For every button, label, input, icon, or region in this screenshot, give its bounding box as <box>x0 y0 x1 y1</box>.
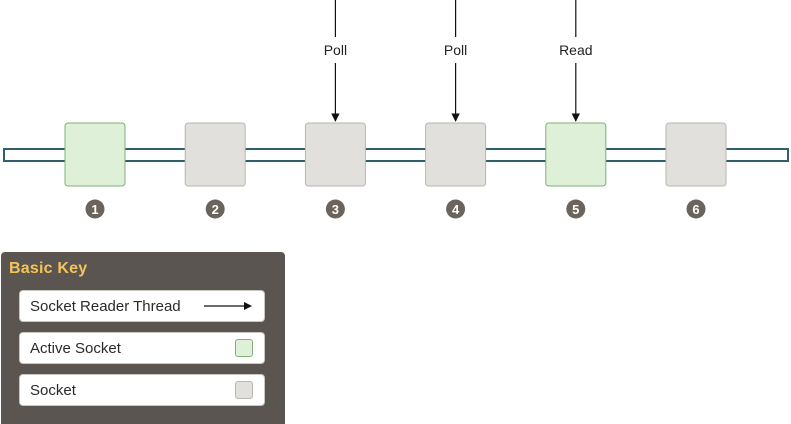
socket-number-label: 4 <box>452 202 460 217</box>
thread-action-label: Poll <box>324 42 347 58</box>
socket-diagram: 1 2 3 4 5 6 Poll Poll Read <box>3 0 789 219</box>
thread-action-label: Read <box>559 42 592 58</box>
key-item-label: Socket <box>30 382 76 399</box>
key-item-label: Active Socket <box>30 340 121 357</box>
socket-number-label: 2 <box>212 202 219 217</box>
socket-box <box>425 122 487 187</box>
active-socket-box <box>64 122 126 187</box>
basic-key-panel: Basic Key Socket Reader Thread Active So… <box>1 252 285 424</box>
socket-swatch <box>235 381 253 399</box>
key-title: Basic Key <box>9 260 88 277</box>
socket-number-badge <box>325 199 345 219</box>
socket-number-badge <box>205 199 225 219</box>
socket-number-label: 5 <box>572 202 579 217</box>
socket-number-badge <box>85 199 105 219</box>
socket-box <box>304 122 366 187</box>
socket-number-badge <box>686 199 706 219</box>
arrow-right-icon <box>204 302 252 310</box>
active-socket-swatch <box>235 339 253 357</box>
socket-number-label: 3 <box>332 202 339 217</box>
socket-number-label: 1 <box>91 202 98 217</box>
active-socket-box <box>545 122 607 187</box>
socket-number-label: 6 <box>692 202 699 217</box>
thread-action-label: Poll <box>444 42 467 58</box>
socket-number-badge <box>446 199 466 219</box>
socket-box <box>184 122 246 187</box>
key-item-label: Socket Reader Thread <box>30 298 181 315</box>
key-item-active-socket: Active Socket <box>19 332 265 364</box>
key-item-socket-reader-thread: Socket Reader Thread <box>19 290 265 322</box>
socket-number-badge <box>566 199 586 219</box>
key-item-socket: Socket <box>19 374 265 406</box>
socket-box <box>665 122 727 187</box>
